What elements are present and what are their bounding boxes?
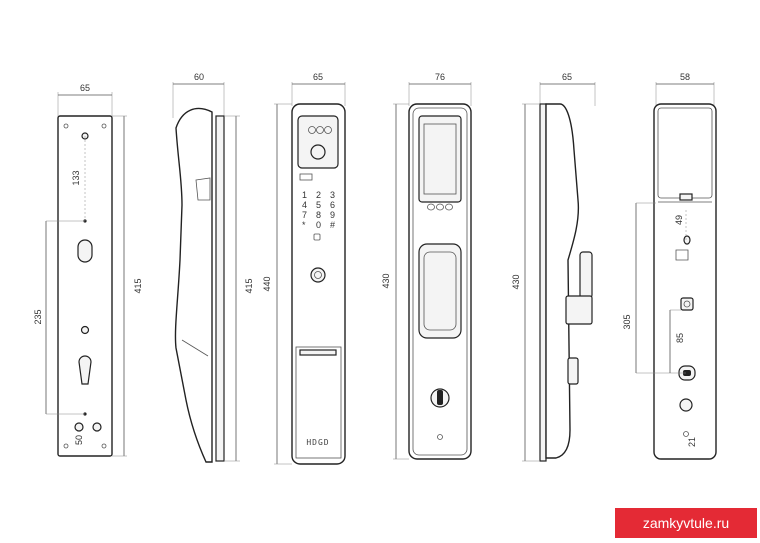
key-star[interactable]: *	[302, 220, 306, 230]
side-right-height: 430	[511, 274, 521, 289]
dim-305: 305	[622, 314, 632, 329]
key-4[interactable]: 4	[302, 200, 307, 210]
front-keypad-width: 65	[313, 72, 323, 82]
dim-133: 133	[71, 170, 81, 185]
keypad: 1 2 3 4 5 6 7 8 9 * 0 #	[302, 190, 335, 230]
watermark-label: zamkyvtule.ru	[615, 508, 757, 538]
key-3[interactable]: 3	[330, 190, 335, 200]
fingerprint-sensor[interactable]	[310, 267, 326, 283]
side-right-view: 65 430	[511, 72, 596, 462]
key-hash[interactable]: #	[330, 220, 335, 230]
key-6[interactable]: 6	[330, 200, 335, 210]
back-body-width: 58	[680, 72, 690, 82]
side-left-height: 415	[244, 278, 254, 293]
key-2[interactable]: 2	[316, 190, 321, 200]
dim-49: 49	[674, 215, 684, 225]
back-body-view: 58 49 305 85 21	[622, 72, 717, 460]
dim-50: 50	[74, 435, 84, 445]
side-left-width: 60	[194, 72, 204, 82]
front-screen-width: 76	[435, 72, 445, 82]
key-7[interactable]: 7	[302, 210, 307, 220]
key-0[interactable]: 0	[316, 220, 321, 230]
back-plate-width: 65	[80, 83, 90, 93]
key-8[interactable]: 8	[316, 210, 321, 220]
key-1[interactable]: 1	[302, 190, 307, 200]
side-left-view: 60 415	[172, 72, 254, 463]
brand-logo: HDGD	[306, 438, 329, 447]
dim-85: 85	[675, 333, 685, 343]
knob-button[interactable]	[680, 297, 694, 311]
side-right-width: 65	[562, 72, 572, 82]
back-plate-view: 65 133 235 50 415	[33, 83, 143, 457]
front-keypad-height: 440	[262, 276, 272, 291]
front-screen-view: 76 430	[381, 72, 472, 460]
back-plate-height: 415	[133, 278, 143, 293]
lock-icon	[313, 233, 321, 241]
front-keypad-view: 65 1 2 3 4 5 6 7 8 9 * 0 # HDGD 440	[262, 72, 346, 465]
key-5[interactable]: 5	[316, 200, 321, 210]
key-9[interactable]: 9	[330, 210, 335, 220]
dim-21: 21	[687, 437, 697, 447]
front-screen-height: 430	[381, 273, 391, 288]
dim-235: 235	[33, 309, 43, 324]
